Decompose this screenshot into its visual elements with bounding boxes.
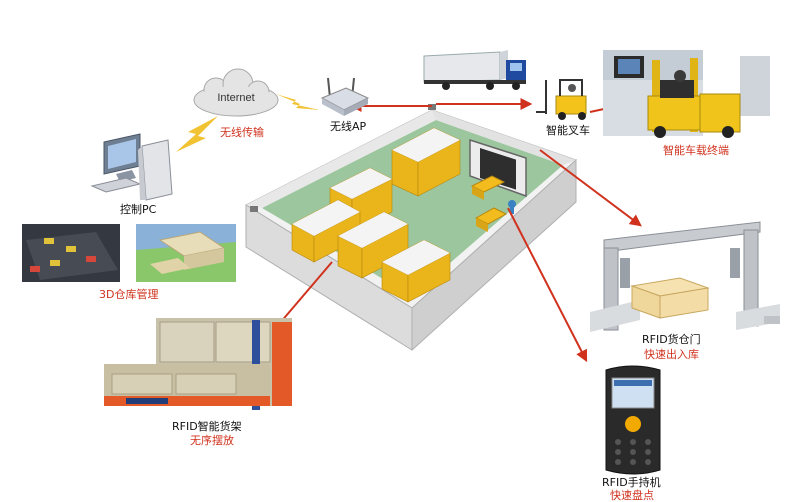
warehouse-model [244,104,577,352]
rfid-shelf-sub-label: 无序摆放 [190,434,234,447]
wireless-ap-label: 无线AP [330,120,367,133]
rfid-gate-sub-label: 快速出入库 [644,348,699,361]
vehicle-terminal-label: 智能车载终端 [663,144,729,157]
pc-icon [90,133,173,201]
control-pc-label: 控制PC [120,203,157,216]
cloud-label: Internet [217,92,254,104]
rfid-shelf-photo [104,318,292,410]
rfid-gate-label: RFID货仓门 [642,333,701,346]
lightning-icon [176,94,320,152]
forklift-label: 智能叉车 [546,124,590,137]
cloud-icon: Internet [193,68,279,117]
warehouse-3d-photo [22,224,236,282]
truck-icon [423,50,526,90]
forklift-icon [536,79,587,120]
rfid-handheld-icon [605,365,661,475]
wireless-transfer-label: 无线传输 [220,126,264,139]
rfid-handheld-sub-label: 快速盘点 [610,489,654,502]
rfid-shelf-label: RFID智能货架 [172,420,242,433]
forklift-terminal-photo [603,50,770,138]
connection-arrows [272,96,649,363]
router-icon [320,77,370,116]
rfid-handheld-label: RFID手持机 [602,476,661,489]
warehouse-3d-label: 3D仓库管理 [99,288,159,301]
rfid-gate-icon [590,221,780,332]
